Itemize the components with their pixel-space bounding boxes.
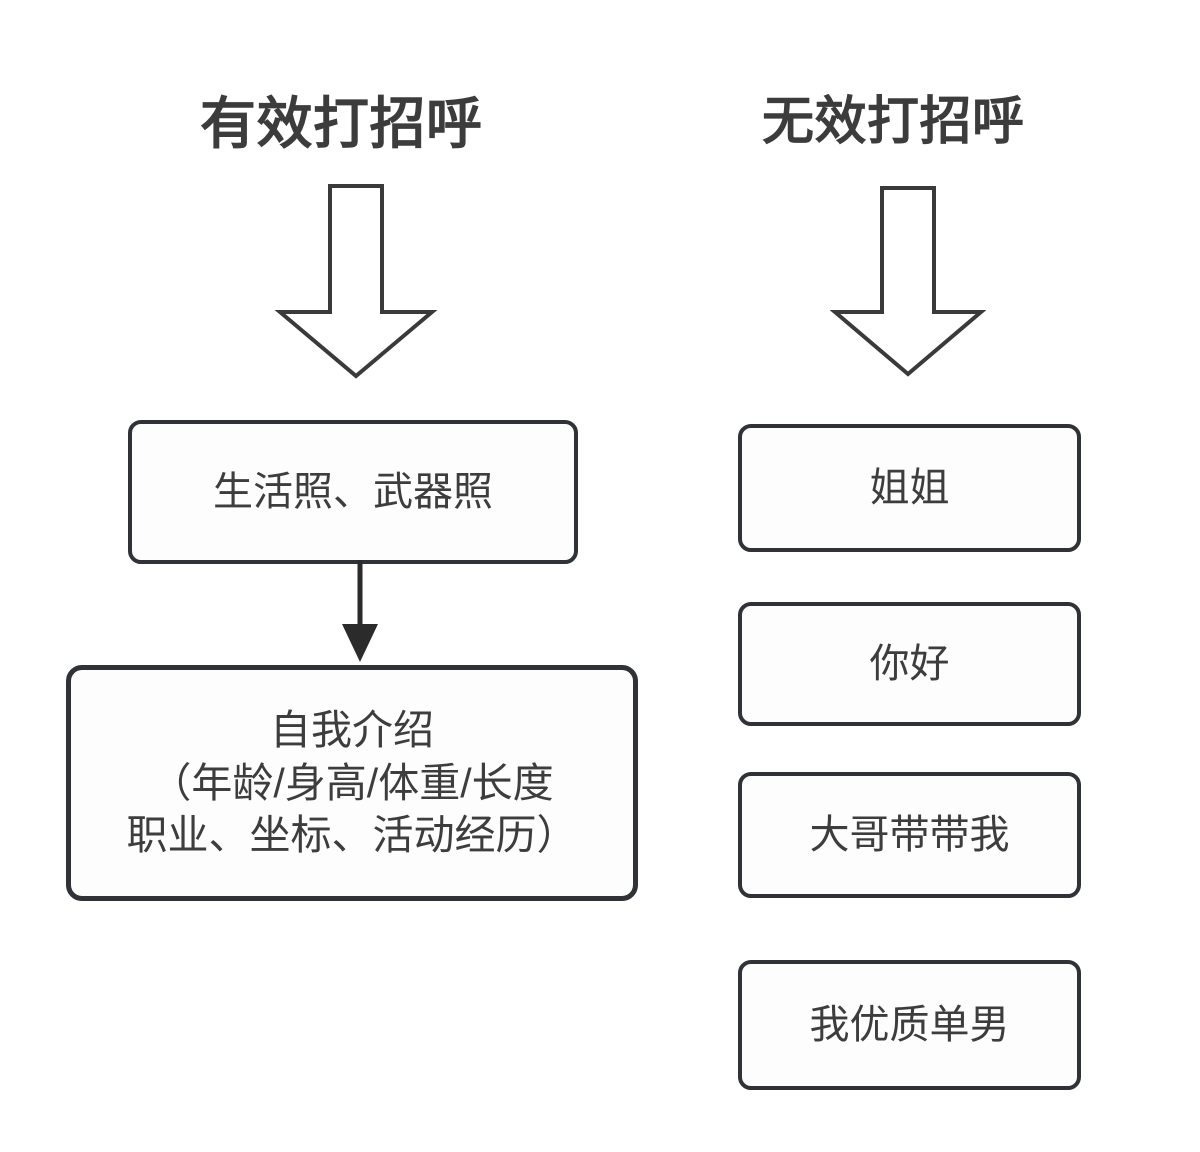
node-greeting-hello-label: 你好 — [869, 641, 950, 686]
node-photos-label: 生活照、武器照 — [213, 469, 493, 514]
node-greeting-big-brother[interactable]: 大哥带带我 — [738, 772, 1081, 898]
node-self-introduction[interactable]: 自我介绍 （年龄/身高/体重/长度 职业、坐标、活动经历） — [66, 665, 638, 901]
column-title-ineffective: 无效打招呼 — [762, 93, 1025, 151]
node-self-introduction-label: 自我介绍 （年龄/身高/体重/长度 职业、坐标、活动经历） — [126, 707, 578, 859]
connector-arrow-photos-to-intro — [330, 560, 390, 670]
down-block-arrow-icon-effective — [274, 182, 438, 380]
node-greeting-quality-single-man-label: 我优质单男 — [809, 1002, 1010, 1047]
column-title-effective: 有效打招呼 — [200, 92, 483, 155]
node-greeting-big-brother-label: 大哥带带我 — [809, 812, 1010, 857]
node-greeting-quality-single-man[interactable]: 我优质单男 — [738, 960, 1081, 1090]
node-photos[interactable]: 生活照、武器照 — [128, 420, 578, 564]
node-greeting-sister[interactable]: 姐姐 — [738, 424, 1081, 552]
down-block-arrow-icon-ineffective — [830, 184, 986, 378]
node-greeting-hello[interactable]: 你好 — [738, 602, 1081, 726]
node-greeting-sister-label: 姐姐 — [869, 465, 950, 510]
